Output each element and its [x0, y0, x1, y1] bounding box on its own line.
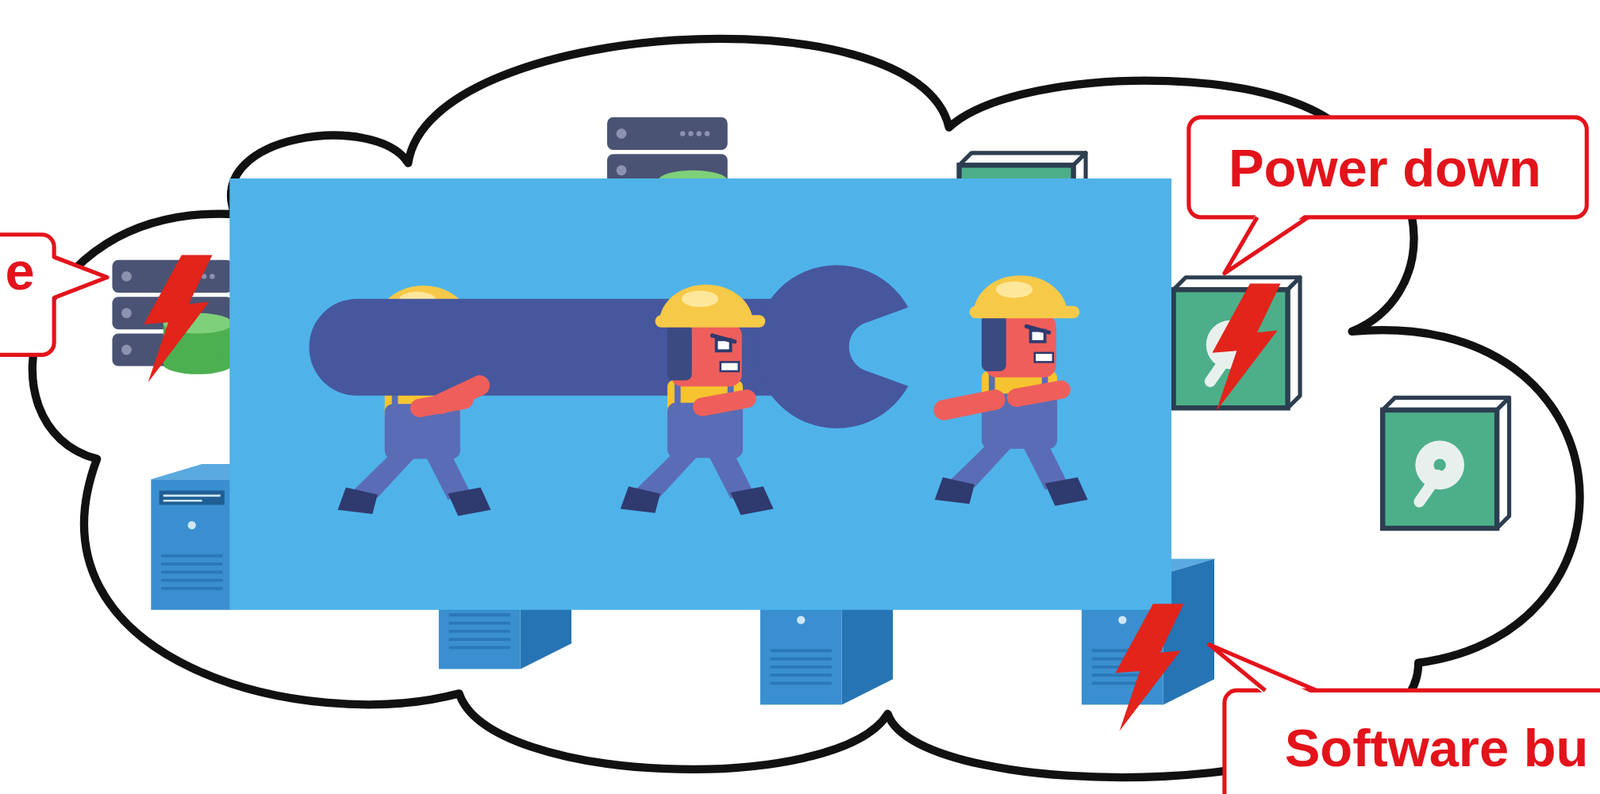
callout-tail — [1224, 211, 1308, 274]
lightning-bolt — [1211, 283, 1281, 412]
callout-box: Software bu — [1222, 688, 1600, 794]
wrench — [309, 265, 924, 429]
disk-icon — [1382, 397, 1509, 529]
failure-bolts — [143, 254, 1281, 731]
callout-text: Power down — [1228, 142, 1542, 196]
worker-arm — [440, 385, 480, 404]
cloud-outline — [32, 38, 1581, 778]
callout-box: e — [0, 232, 57, 358]
lightning-bolt — [143, 254, 212, 383]
worker-figure — [934, 275, 1089, 507]
callout-box: Power down — [1186, 115, 1589, 220]
repair-illustration — [229, 178, 1172, 611]
callout-tail — [1209, 645, 1317, 697]
callout-text: Software bu — [1284, 721, 1589, 775]
worker-figure — [620, 284, 774, 516]
callout-text: e — [4, 245, 35, 299]
worker-arm — [943, 400, 995, 411]
lightning-bolt — [1115, 603, 1184, 732]
callout-tail — [49, 257, 108, 298]
illustration-panel — [229, 178, 1172, 611]
